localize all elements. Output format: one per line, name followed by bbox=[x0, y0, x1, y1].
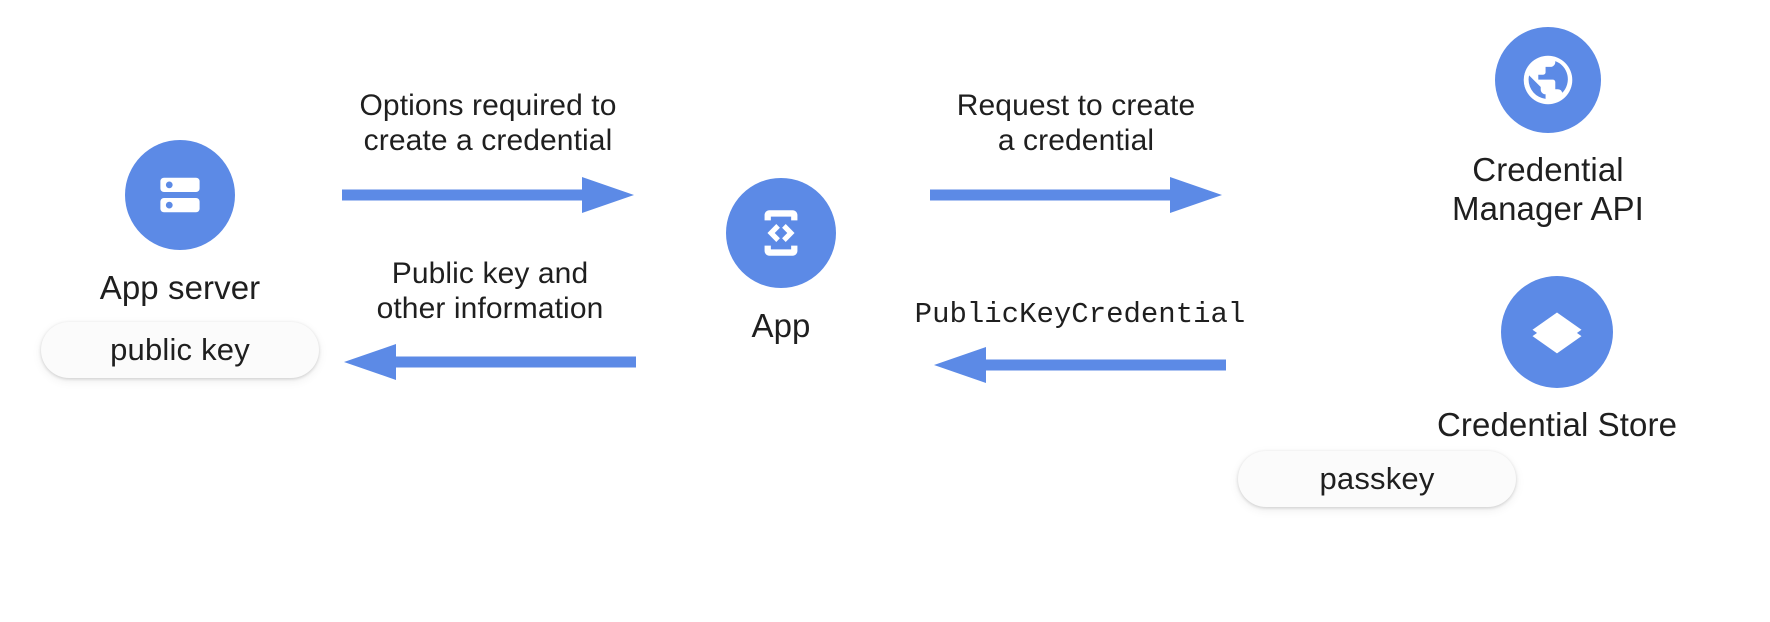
arrow-right-icon bbox=[342, 173, 634, 217]
chip-public-key: public key bbox=[41, 322, 319, 378]
node-label-app: App bbox=[751, 307, 811, 344]
flow-label-request-to-create: Request to create a credential bbox=[956, 89, 1196, 158]
chip-public-key-label: public key bbox=[110, 332, 250, 367]
phone-code-icon bbox=[752, 204, 810, 262]
chip-passkey-label: passkey bbox=[1319, 461, 1435, 496]
arrow-left-icon bbox=[934, 343, 1226, 387]
credential-store-icon-circle bbox=[1501, 276, 1613, 388]
credential-manager-api-icon-circle bbox=[1495, 27, 1601, 133]
globe-icon bbox=[1517, 49, 1579, 111]
node-credential-store: Credential Store bbox=[1437, 276, 1677, 445]
flow-label-public-key-and-other-information: Public key and other information bbox=[376, 257, 604, 326]
app-server-icon-circle bbox=[125, 140, 235, 250]
flow-request-to-create: Request to create a credential bbox=[916, 88, 1236, 217]
flow-label-publickeycredential: PublicKeyCredential bbox=[914, 298, 1246, 331]
server-icon bbox=[152, 167, 208, 223]
flow-label-options-required: Options required to create a credential bbox=[359, 89, 617, 158]
node-label-credential-store: Credential Store bbox=[1436, 406, 1678, 443]
layers-icon bbox=[1527, 302, 1587, 362]
node-app-server: App server bbox=[100, 140, 260, 308]
flow-publickeycredential: PublicKeyCredential bbox=[910, 298, 1250, 387]
flow-public-key-and-other-information: Public key and other information bbox=[320, 256, 660, 384]
node-credential-manager-api: Credential Manager API bbox=[1452, 27, 1644, 229]
arrow-right-icon bbox=[930, 173, 1222, 217]
arrow-left-icon bbox=[344, 340, 636, 384]
app-icon-circle bbox=[726, 178, 836, 288]
flow-options-required: Options required to create a credential bbox=[328, 88, 648, 217]
chip-passkey: passkey bbox=[1238, 451, 1516, 507]
node-app: App bbox=[726, 178, 836, 346]
node-label-app-server: App server bbox=[99, 269, 261, 306]
node-label-credential-manager-api: Credential Manager API bbox=[1452, 151, 1644, 227]
